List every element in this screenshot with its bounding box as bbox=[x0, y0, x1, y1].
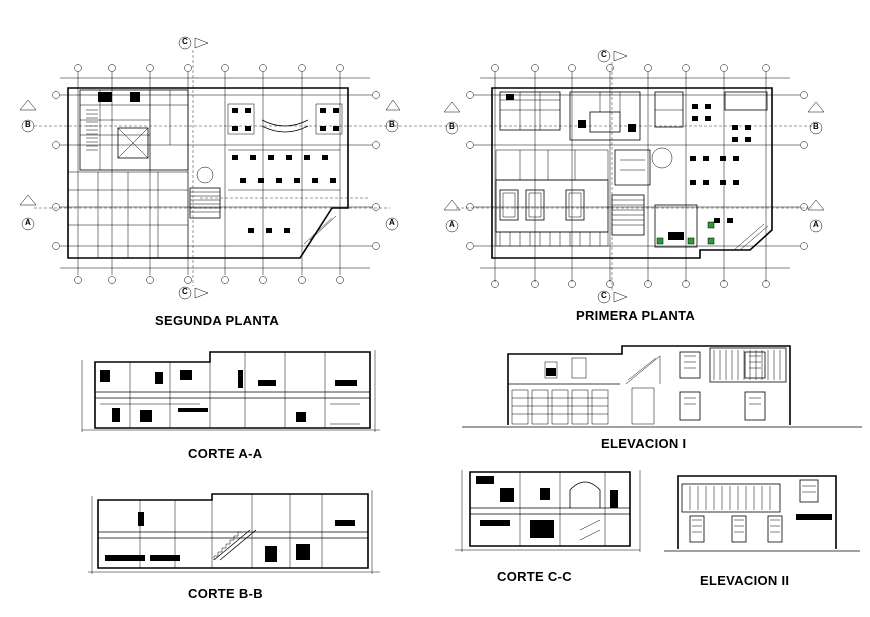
marker-b-right-1: B bbox=[813, 122, 819, 131]
marker-c-top-1: C bbox=[601, 50, 607, 59]
marker-b-left-1: B bbox=[449, 122, 455, 131]
corte-cc-section bbox=[455, 470, 641, 552]
corte-bb-section bbox=[88, 490, 380, 574]
primera-planta-title: PRIMERA PLANTA bbox=[576, 308, 696, 323]
marker-a-left-1: A bbox=[449, 220, 455, 229]
elevacion-2-title: ELEVACION II bbox=[700, 573, 790, 588]
corte-aa-title: CORTE A-A bbox=[188, 446, 263, 461]
segunda-section-c-marker bbox=[178, 36, 209, 300]
corte-aa-section bbox=[81, 350, 380, 432]
marker-c-bottom-2: C bbox=[182, 287, 188, 296]
primera-planta-floor-plan bbox=[34, 49, 825, 304]
primera-section-c-marker bbox=[597, 49, 628, 304]
segunda-section-a-marker bbox=[19, 194, 399, 231]
segunda-planta-title: SEGUNDA PLANTA bbox=[155, 313, 280, 328]
primera-section-a-marker bbox=[443, 199, 825, 233]
corte-cc-title: CORTE C-C bbox=[497, 569, 572, 584]
marker-b-left-2: B bbox=[25, 120, 31, 129]
marker-a-left-2: A bbox=[25, 218, 31, 227]
marker-a-right-1: A bbox=[813, 220, 819, 229]
elevacion-2-facade bbox=[664, 475, 860, 552]
marker-c-bottom-1: C bbox=[601, 291, 607, 300]
segunda-section-b-marker bbox=[19, 99, 401, 133]
marker-a-right-2: A bbox=[389, 218, 395, 227]
marker-c-top-2: C bbox=[182, 37, 188, 46]
primera-section-b-marker bbox=[443, 101, 825, 135]
corte-bb-title: CORTE B-B bbox=[188, 586, 263, 601]
segunda-planta-floor-plan bbox=[19, 36, 401, 300]
elevacion-1-title: ELEVACION I bbox=[601, 436, 687, 451]
marker-b-right-2: B bbox=[389, 120, 395, 129]
elevacion-1-facade bbox=[462, 345, 862, 428]
